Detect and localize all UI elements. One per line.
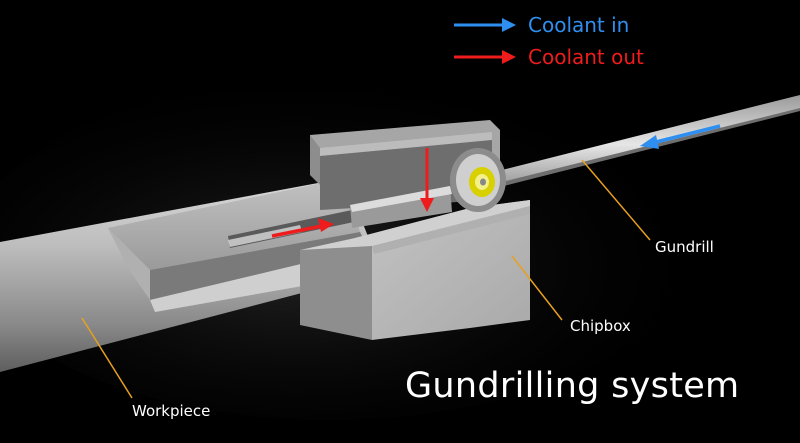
- coolant-out-arrow-down: [420, 148, 434, 212]
- arrow-right-icon: [454, 18, 516, 32]
- diagram-title: Gundrilling system: [405, 366, 740, 406]
- leader-line-chipbox: [511, 255, 563, 321]
- legend-coolant-out-label: Coolant out: [528, 45, 644, 69]
- chipbox: [300, 120, 530, 340]
- coolant-out-arrow-channel: [271, 218, 334, 238]
- label-chipbox: Chipbox: [570, 317, 631, 335]
- legend-coolant-in-label: Coolant in: [528, 13, 630, 37]
- arrow-right-icon: [454, 50, 516, 64]
- label-gundrill: Gundrill: [655, 238, 714, 256]
- bearing-seal: [450, 148, 506, 212]
- legend-coolant-in: Coolant in: [452, 13, 629, 37]
- coolant-in-arrow-on-rod: [640, 124, 721, 149]
- leader-line-workpiece: [81, 317, 133, 399]
- gundrill-rod: [470, 95, 800, 194]
- drill-channel: [228, 210, 354, 248]
- leader-line-gundrill: [581, 159, 651, 241]
- label-workpiece: Workpiece: [132, 402, 211, 420]
- legend-coolant-out: Coolant out: [452, 45, 644, 69]
